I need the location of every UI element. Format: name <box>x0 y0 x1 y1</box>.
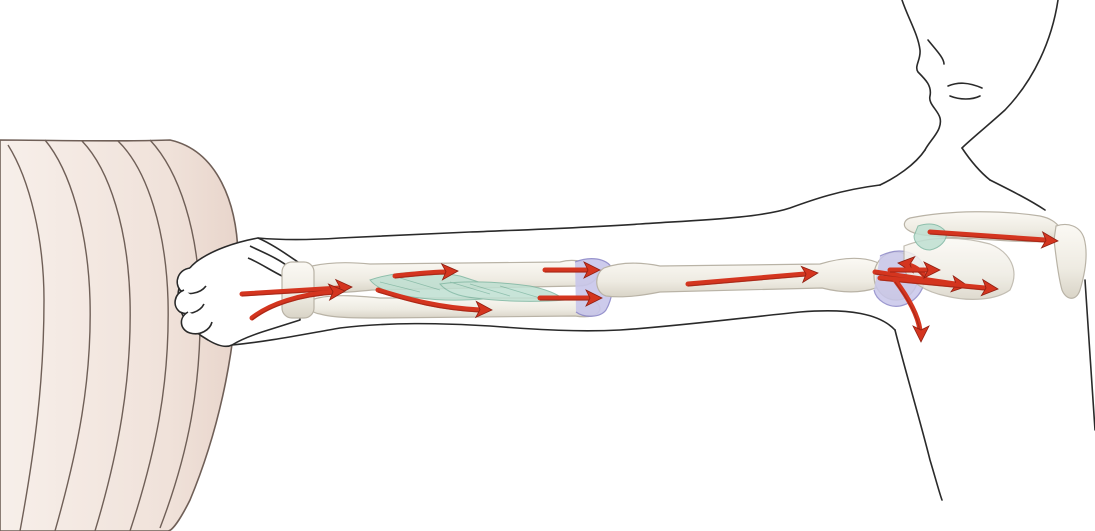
back-line <box>990 180 1045 210</box>
face-profile <box>902 0 940 150</box>
torso-side <box>895 330 942 500</box>
head-outline <box>880 0 1058 185</box>
sternum-end <box>1054 225 1086 299</box>
nose <box>928 40 944 64</box>
mouth-lower-lip <box>950 96 980 99</box>
neck-back <box>962 148 990 180</box>
shoulder-and-upper-arm-top <box>258 185 880 240</box>
mouth-upper-lip <box>948 83 982 88</box>
torso-back-contour <box>1085 280 1095 430</box>
neck-front <box>880 150 925 185</box>
jawline <box>962 0 1058 148</box>
